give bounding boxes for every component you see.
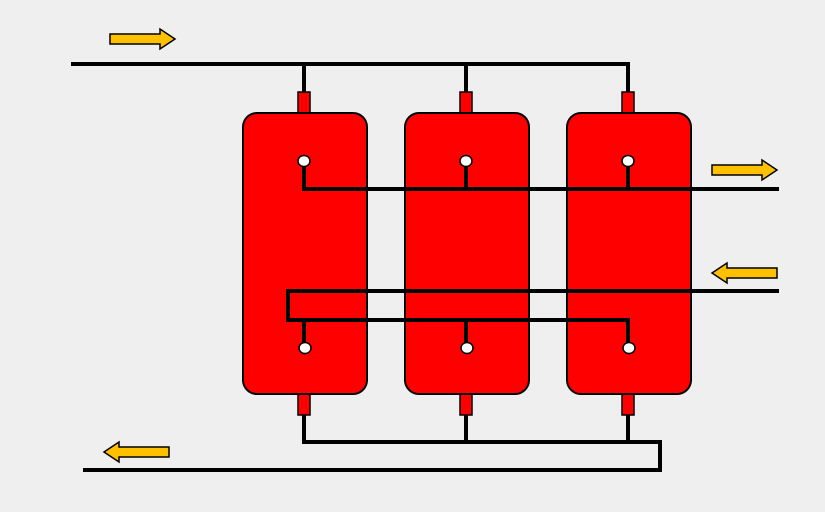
vessel-3-body bbox=[566, 112, 692, 395]
vessel-2-lower-port bbox=[460, 341, 474, 355]
arrow-right-icon bbox=[109, 27, 177, 51]
vessel-2-top-nozzle bbox=[459, 91, 473, 115]
vessel-2-upper-port bbox=[459, 154, 473, 168]
vessel-1 bbox=[242, 91, 368, 416]
vessel-1-top-nozzle bbox=[297, 91, 311, 115]
arrow-right-icon bbox=[711, 158, 779, 182]
vessel-3-lower-port bbox=[622, 341, 636, 355]
vessel-3 bbox=[566, 91, 692, 416]
vessel-1-body bbox=[242, 112, 368, 395]
bottom-header-pipe bbox=[83, 412, 662, 472]
vessel-3-bottom-nozzle bbox=[621, 392, 635, 416]
vessel-1-bottom-nozzle bbox=[297, 392, 311, 416]
flow-arrows bbox=[102, 27, 779, 464]
vessel-3-top-nozzle bbox=[621, 91, 635, 115]
vessel-1-upper-port bbox=[297, 154, 311, 168]
arrow-left-icon bbox=[102, 440, 170, 464]
upper-collector-pipe bbox=[302, 160, 779, 191]
vessel-2-body bbox=[404, 112, 530, 395]
arrow-left-icon bbox=[710, 261, 778, 285]
ports bbox=[297, 154, 636, 355]
vessel-2 bbox=[404, 91, 530, 416]
vessel-1-lower-port bbox=[298, 341, 312, 355]
vessel-3-upper-port bbox=[621, 154, 635, 168]
top-header-pipe bbox=[71, 62, 630, 94]
vessel-2-bottom-nozzle bbox=[459, 392, 473, 416]
